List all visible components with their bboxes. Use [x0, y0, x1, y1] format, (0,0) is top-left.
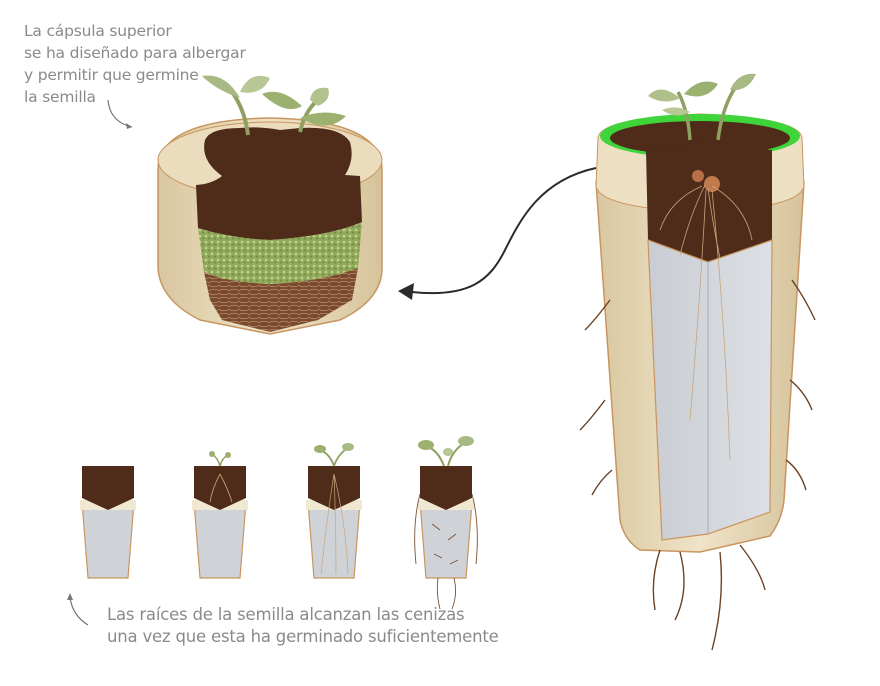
caption-line: Las raíces de la semilla alcanzan las ce… — [107, 605, 465, 624]
caption-line: La cápsula superior — [24, 22, 172, 40]
growth-stage-4 — [414, 436, 478, 610]
seedling-icon — [648, 73, 756, 141]
growth-stage-1 — [80, 466, 136, 579]
roots-caption: Las raíces de la semilla alcanzan las ce… — [107, 604, 499, 648]
growth-stages — [80, 436, 478, 610]
caption-line: la semilla — [24, 88, 96, 106]
top-capsule-caption: La cápsula superior se ha diseñado para … — [24, 20, 246, 108]
growth-stage-2 — [192, 451, 248, 579]
top-capsule-illustration — [157, 75, 383, 335]
growth-stage-3 — [306, 443, 362, 579]
caption-line: se ha diseñado para albergar — [24, 44, 246, 62]
curved-pointer-arrow-icon — [398, 167, 597, 300]
seedling-icon — [202, 75, 346, 136]
top-caption-arrow-icon — [107, 99, 133, 129]
caption-line: una vez que esta ha germinado suficiente… — [107, 627, 499, 646]
bottom-caption-arrow-icon — [67, 593, 89, 626]
caption-line: y permitir que germine — [24, 66, 199, 84]
large-urn-illustration — [579, 73, 816, 651]
